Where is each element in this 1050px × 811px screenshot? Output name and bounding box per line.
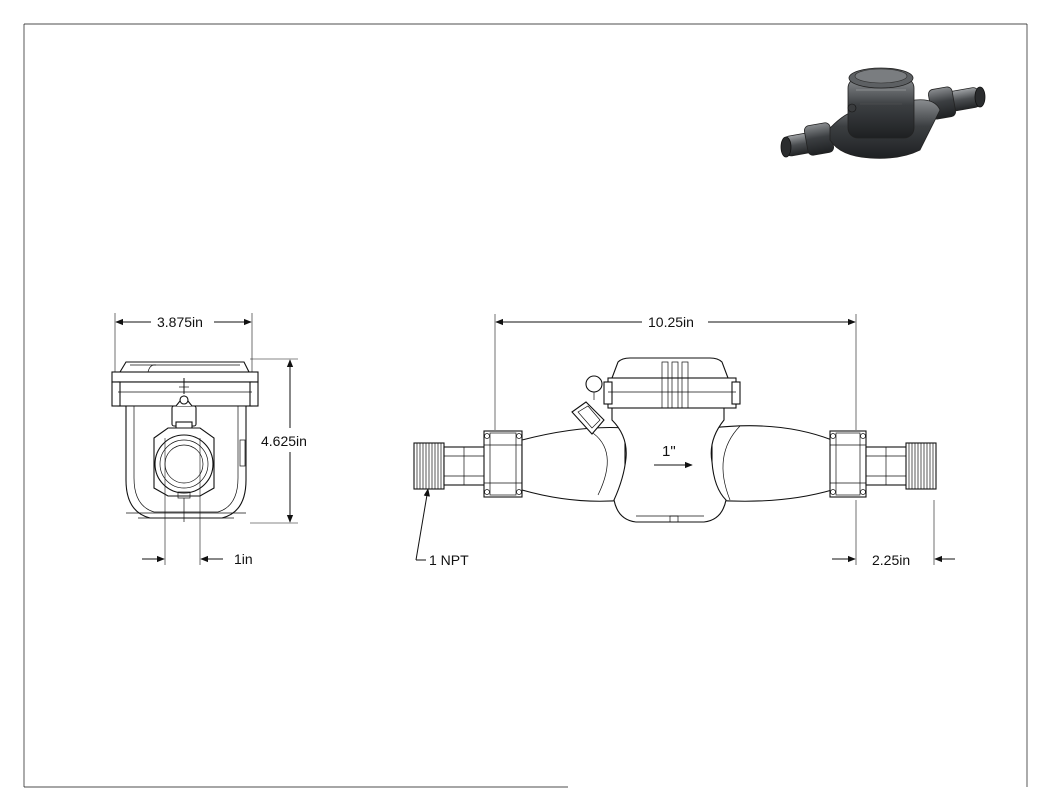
dimension-bore-label: 1in — [234, 551, 253, 567]
flow-size-marking: 1" — [662, 443, 676, 460]
dimension-width-label: 3.875in — [157, 314, 203, 330]
front-view — [111, 361, 259, 522]
sheet-border — [23, 23, 1028, 788]
dimension-tail — [832, 500, 955, 565]
dimension-length — [494, 314, 857, 430]
thread-callout-leader — [415, 488, 430, 561]
dimension-tail-label: 2.25in — [872, 552, 910, 568]
dimension-length-label: 10.25in — [648, 314, 694, 330]
dimension-width — [114, 313, 253, 372]
dimension-height-label: 4.625in — [261, 433, 307, 449]
water-meter-3d-icon — [780, 67, 986, 159]
dimension-height — [250, 358, 298, 524]
side-view — [413, 357, 937, 523]
dimension-bore — [142, 438, 223, 565]
thread-callout-label: 1 NPT — [429, 552, 469, 568]
